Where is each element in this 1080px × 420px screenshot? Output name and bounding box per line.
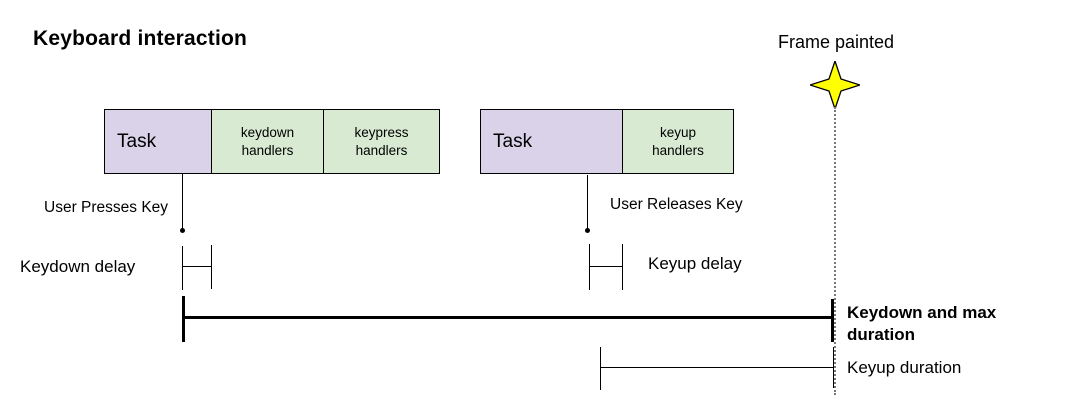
keydown-delay-tick-right bbox=[211, 245, 212, 289]
keyup-duration-tick-left bbox=[600, 347, 601, 390]
keypress-handlers-label: keypress handlers bbox=[354, 124, 409, 158]
frame-painted-timeline-dotted-line bbox=[834, 107, 836, 395]
keyup-delay-connector bbox=[590, 266, 623, 267]
keyup-delay-label: Keyup delay bbox=[648, 254, 742, 273]
user-releases-key-arrow bbox=[587, 175, 588, 229]
keydown-handlers-label: keydown handlers bbox=[240, 124, 295, 158]
keyup-task-segment: Task bbox=[480, 109, 623, 174]
keypress-handlers-segment: keypress handlers bbox=[323, 109, 440, 174]
keyup-duration-line bbox=[601, 367, 834, 368]
frame-painted-star-icon bbox=[810, 61, 860, 109]
keydown-handlers-segment: keydown handlers bbox=[211, 109, 324, 174]
keydown-max-duration-tick-right bbox=[831, 299, 834, 342]
keydown-max-duration-line bbox=[183, 316, 834, 319]
keydown-task-segment: Task bbox=[104, 109, 212, 174]
page-title: Keyboard interaction bbox=[33, 27, 248, 50]
keydown-delay-tick-left bbox=[182, 246, 183, 290]
user-presses-key-label: User Presses Key bbox=[44, 199, 169, 216]
keydown-max-duration-label: Keydown and max duration bbox=[847, 303, 997, 344]
keydown-delay-connector bbox=[183, 266, 212, 267]
keyup-duration-label: Keyup duration bbox=[847, 358, 962, 377]
keydown-delay-label: Keydown delay bbox=[20, 257, 136, 276]
user-releases-key-arrow-dot bbox=[585, 228, 590, 233]
frame-painted-label: Frame painted bbox=[778, 32, 895, 52]
keyup-task-bar: Task keyup handlers bbox=[480, 109, 734, 174]
keyup-delay-tick-right bbox=[622, 244, 623, 290]
keydown-max-duration-tick-left bbox=[182, 296, 185, 342]
keydown-task-label: Task bbox=[117, 130, 157, 152]
keyup-delay-tick-left bbox=[589, 244, 590, 290]
keyup-duration-tick-right bbox=[833, 347, 834, 388]
user-releases-key-label: User Releases Key bbox=[610, 196, 743, 213]
keyup-handlers-label: keyup handlers bbox=[652, 124, 704, 158]
keyup-handlers-segment: keyup handlers bbox=[622, 109, 734, 174]
user-presses-key-arrow-dot bbox=[180, 228, 185, 233]
keyup-task-label: Task bbox=[493, 130, 533, 152]
keydown-task-bar: Task keydown handlers keypress handlers bbox=[104, 109, 440, 174]
user-presses-key-arrow bbox=[182, 174, 183, 229]
